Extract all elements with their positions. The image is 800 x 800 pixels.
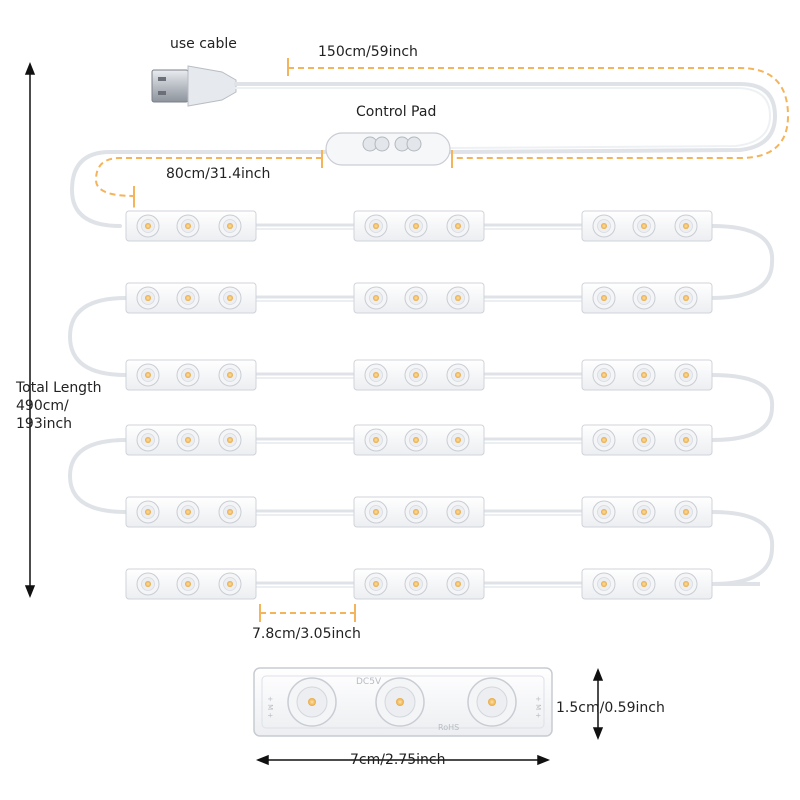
wire-loop	[67, 438, 127, 514]
led-chip-icon	[413, 372, 419, 378]
module-detail-left-mark: + M +	[266, 696, 274, 718]
led-chip-icon	[601, 437, 607, 443]
led-chip-icon	[641, 509, 647, 515]
led-chip-icon	[601, 581, 607, 587]
led-chip-icon	[227, 223, 233, 229]
led-chip-icon	[601, 295, 607, 301]
total-length-label-line3: 193inch	[16, 416, 73, 432]
led-chip-icon	[683, 223, 689, 229]
led-chip-icon	[641, 295, 647, 301]
led-chip-icon	[455, 223, 461, 229]
module-strip	[67, 210, 775, 600]
led-chip-icon	[601, 509, 607, 515]
led-chip-icon	[641, 372, 647, 378]
led-chip-icon	[145, 295, 151, 301]
led-chip-icon	[185, 437, 191, 443]
led-chip-icon	[185, 372, 191, 378]
wire-loop	[67, 296, 127, 377]
led-chip-icon	[373, 372, 379, 378]
module-detail-led-center-icon	[375, 677, 425, 727]
led-chip-icon	[145, 581, 151, 587]
led-chip-icon	[683, 295, 689, 301]
led-chip-icon	[641, 223, 647, 229]
led-chip-icon	[455, 509, 461, 515]
module-width-arrow	[255, 754, 551, 766]
led-chip-icon	[185, 509, 191, 515]
control-pad-icon	[325, 132, 451, 166]
led-chip-icon	[683, 581, 689, 587]
led-chip-icon	[601, 372, 607, 378]
led-chip-icon	[455, 372, 461, 378]
led-chip-icon	[373, 437, 379, 443]
total-length-arrow	[24, 61, 36, 599]
total-length-label-line2: 490cm/	[16, 398, 69, 414]
length-150cm-label: 150cm/59inch	[318, 44, 418, 60]
led-chip-icon	[413, 223, 419, 229]
led-chip-icon	[227, 295, 233, 301]
dimension-150cm-line	[288, 67, 790, 159]
led-chip-icon	[455, 581, 461, 587]
led-chip-icon	[413, 581, 419, 587]
led-chip-icon	[641, 437, 647, 443]
led-chip-icon	[373, 295, 379, 301]
module-detail-right-mark: + M +	[534, 696, 542, 718]
led-chip-icon	[227, 509, 233, 515]
led-chip-icon	[413, 509, 419, 515]
module-height-label: 1.5cm/0.59inch	[556, 700, 665, 716]
led-chip-icon	[373, 581, 379, 587]
module-detail-led-right-icon	[467, 677, 517, 727]
led-chip-icon	[145, 223, 151, 229]
module-height-arrow	[592, 667, 604, 741]
module-detail: DC5V RoHS + M + + M +	[253, 667, 553, 737]
module-detail-led-left-icon	[287, 677, 337, 727]
led-chip-icon	[185, 581, 191, 587]
led-chip-icon	[683, 509, 689, 515]
led-chip-icon	[185, 295, 191, 301]
length-80cm-label: 80cm/31.4inch	[166, 166, 271, 182]
spacing-label: 7.8cm/3.05inch	[252, 626, 361, 642]
dimension-80cm-line	[94, 157, 322, 208]
led-chip-icon	[145, 437, 151, 443]
led-chip-icon	[145, 372, 151, 378]
module-detail-voltage: DC5V	[356, 677, 382, 687]
usb-plug-icon	[151, 65, 237, 107]
led-chip-icon	[185, 223, 191, 229]
led-chip-icon	[683, 437, 689, 443]
wire-loop	[711, 224, 775, 300]
usb-cable-label: use cable	[170, 36, 237, 52]
led-chip-icon	[601, 223, 607, 229]
module-width-label: 7cm/2.75inch	[350, 752, 446, 768]
led-chip-icon	[413, 437, 419, 443]
led-chip-icon	[373, 223, 379, 229]
led-chip-icon	[227, 437, 233, 443]
led-chip-icon	[227, 372, 233, 378]
led-chip-icon	[145, 509, 151, 515]
wire-loop	[711, 510, 775, 586]
led-chip-icon	[413, 295, 419, 301]
led-chip-icon	[455, 437, 461, 443]
led-chip-icon	[227, 581, 233, 587]
spacing-dimension	[259, 604, 356, 622]
led-chip-icon	[641, 581, 647, 587]
wire-loop	[711, 373, 775, 442]
usb-cable-wire	[69, 82, 778, 228]
module-detail-cert: RoHS	[438, 723, 459, 732]
led-chip-icon	[455, 295, 461, 301]
total-length-label-line1: Total Length	[16, 380, 102, 396]
control-pad-label: Control Pad	[356, 104, 437, 120]
led-chip-icon	[373, 509, 379, 515]
led-chip-icon	[683, 372, 689, 378]
